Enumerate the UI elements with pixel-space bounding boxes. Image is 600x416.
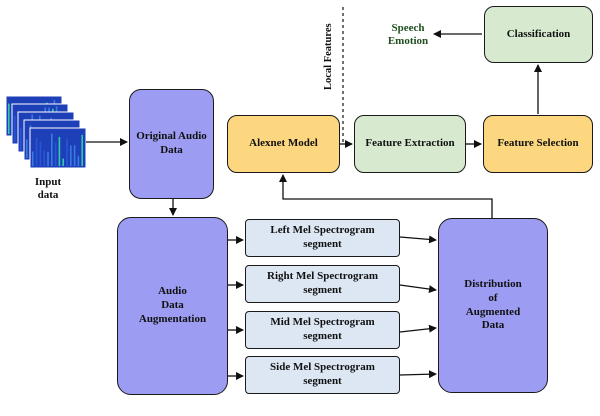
- spectrogram-frame: [29, 127, 87, 169]
- speech-emotion-line1: Speech: [391, 22, 425, 34]
- spectrogram-band: [70, 145, 72, 166]
- spectrogram-band: [58, 136, 61, 166]
- distribution-box: Distribution of Augmented Data: [438, 218, 548, 393]
- spectrogram-band: [66, 139, 68, 166]
- spectrogram-band: [8, 103, 10, 134]
- spectrogram-band: [51, 133, 53, 166]
- segment-mid-line2: segment: [303, 330, 342, 342]
- original-audio-box: Original Audio Data: [129, 89, 214, 199]
- segment-left-line1: Left Mel Spectrogram: [270, 224, 375, 237]
- spectrogram-band: [26, 139, 28, 158]
- classification-box: Classification: [484, 6, 593, 63]
- alexnet-box: Alexnet Model: [227, 115, 340, 173]
- spectrogram-band: [14, 115, 16, 142]
- original-audio-line2: Data: [160, 144, 183, 156]
- arrow-side-to-dist: [399, 370, 437, 379]
- speech-emotion-line2: Emotion: [387, 35, 429, 48]
- spectrogram-band: [39, 141, 42, 166]
- segment-right-line2: segment: [303, 284, 342, 296]
- input-label-line2: data: [37, 189, 59, 202]
- spectrogram-band: [32, 151, 34, 166]
- arrow-dist-to-alexnet: [279, 174, 493, 218]
- segment-right-box: Right Mel Spectrogram segment: [245, 265, 400, 303]
- arrow-left-to-dist: [399, 235, 437, 244]
- spectrogram-band: [54, 142, 57, 166]
- alexnet-label: Alexnet Model: [249, 137, 318, 150]
- segment-side-box: Side Mel Spectrogram segment: [245, 356, 400, 394]
- segment-mid-box: Mid Mel Spectrogram segment: [245, 311, 400, 349]
- input-label-line1: Input: [34, 176, 62, 188]
- segment-side-line1: Side Mel Spectrogram: [270, 361, 375, 374]
- augmentation-box: Audio Data Augmentation: [117, 217, 228, 395]
- local-features-label: Local Features: [323, 23, 334, 90]
- feature-extraction-label: Feature Extraction: [365, 137, 455, 150]
- spectrogram-band: [73, 145, 76, 166]
- segment-right-line1: Right Mel Spectrogram: [267, 270, 378, 283]
- distribution-line2: of: [488, 291, 498, 304]
- segment-mid-line1: Mid Mel Spectrogram: [270, 316, 375, 329]
- arrow-mid-to-dist: [399, 324, 437, 333]
- spectrogram-band: [77, 155, 80, 166]
- feature-selection-label: Feature Selection: [497, 137, 579, 150]
- segment-side-line2: segment: [303, 375, 342, 387]
- augmentation-line2: Data: [161, 299, 184, 312]
- spectrogram-stack-icon: [5, 95, 87, 169]
- spectrogram-band: [20, 127, 22, 150]
- arrow-right-to-dist: [399, 284, 437, 293]
- distribution-line4: Data: [481, 319, 505, 332]
- distribution-line1: Distribution: [464, 278, 522, 290]
- spectrogram-band: [47, 152, 49, 166]
- spectrogram-band: [62, 158, 64, 166]
- spectrogram-band: [43, 150, 45, 166]
- feature-extraction-box: Feature Extraction: [354, 115, 466, 173]
- classification-label: Classification: [506, 27, 571, 40]
- spectrogram-band: [35, 137, 38, 166]
- spectrogram-band: [81, 134, 83, 166]
- input-data-label: Input data: [20, 176, 76, 202]
- segment-left-box: Left Mel Spectrogram segment: [245, 219, 400, 257]
- segment-left-line2: segment: [303, 238, 342, 250]
- augmentation-line3: Augmentation: [138, 312, 207, 325]
- speech-emotion-label: Speech Emotion: [382, 22, 434, 48]
- original-audio-line1: Original Audio: [136, 130, 207, 143]
- distribution-line3: Augmented: [465, 305, 521, 318]
- feature-selection-box: Feature Selection: [483, 115, 593, 173]
- augmentation-line1: Audio: [158, 285, 187, 298]
